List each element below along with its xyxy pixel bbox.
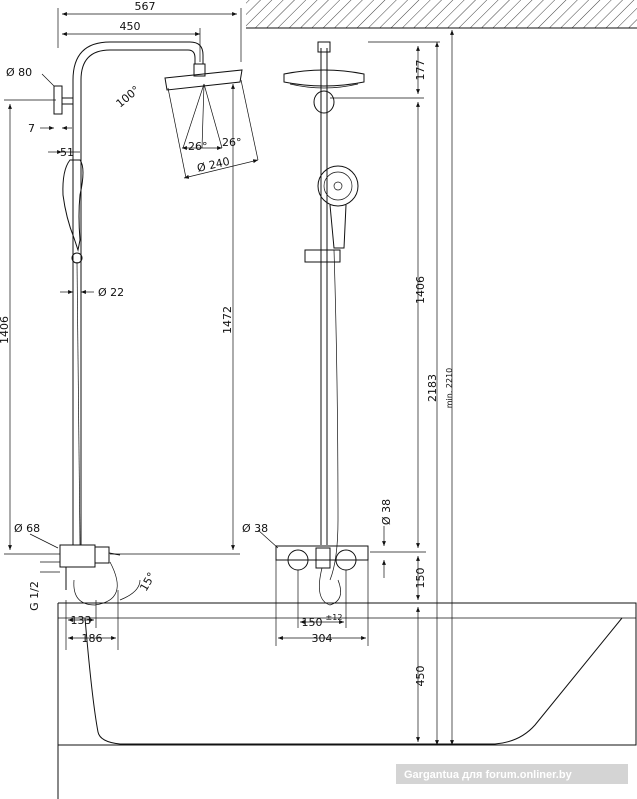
dim-7: 7	[28, 122, 35, 135]
dim-186: 186	[82, 632, 103, 645]
watermark-background	[396, 764, 628, 784]
dim-angle-15: 15°	[137, 570, 158, 593]
dim-diameter-38-right: Ø 38	[380, 499, 393, 525]
dim-g-half-inch: G 1/2	[28, 581, 41, 611]
bathtub	[57, 602, 637, 799]
dim-150-horizontal: 150	[302, 616, 323, 629]
dim-min-2210: min. 2210	[445, 368, 454, 409]
dim-450-top: 450	[120, 20, 141, 33]
dim-450-vertical: 450	[414, 666, 427, 687]
dim-diameter-38-left: Ø 38	[242, 522, 268, 535]
dim-133: 133	[71, 614, 92, 627]
dim-177: 177	[414, 60, 427, 81]
side-view-shower	[53, 41, 259, 606]
dim-1406-right: 1406	[414, 276, 427, 304]
front-view-shower	[275, 41, 369, 606]
dim-angle-26-right: 26°	[222, 136, 242, 149]
watermark-text: Gargantua для forum.onliner.by	[404, 769, 573, 781]
dim-2183: 2183	[426, 374, 439, 402]
side-view-dimensions	[4, 8, 259, 650]
dim-angle-26-left: 26°	[188, 140, 208, 153]
dim-1472: 1472	[221, 306, 234, 334]
dim-diameter-68: Ø 68	[14, 522, 40, 535]
dim-567: 567	[135, 0, 156, 13]
dim-diameter-22: Ø 22	[98, 286, 124, 299]
dim-51: 51	[60, 146, 74, 159]
dim-diameter-240: Ø 240	[196, 155, 231, 175]
ceiling	[246, 0, 637, 29]
dim-1406-left: 1406	[0, 316, 11, 344]
dim-diameter-80: Ø 80	[6, 66, 32, 79]
dim-angle-100: 100°	[114, 83, 143, 110]
dim-150-tolerance: ±12	[326, 613, 343, 622]
dim-304: 304	[312, 632, 333, 645]
front-view-dimensions	[257, 30, 460, 746]
dim-150-vertical: 150	[414, 568, 427, 589]
